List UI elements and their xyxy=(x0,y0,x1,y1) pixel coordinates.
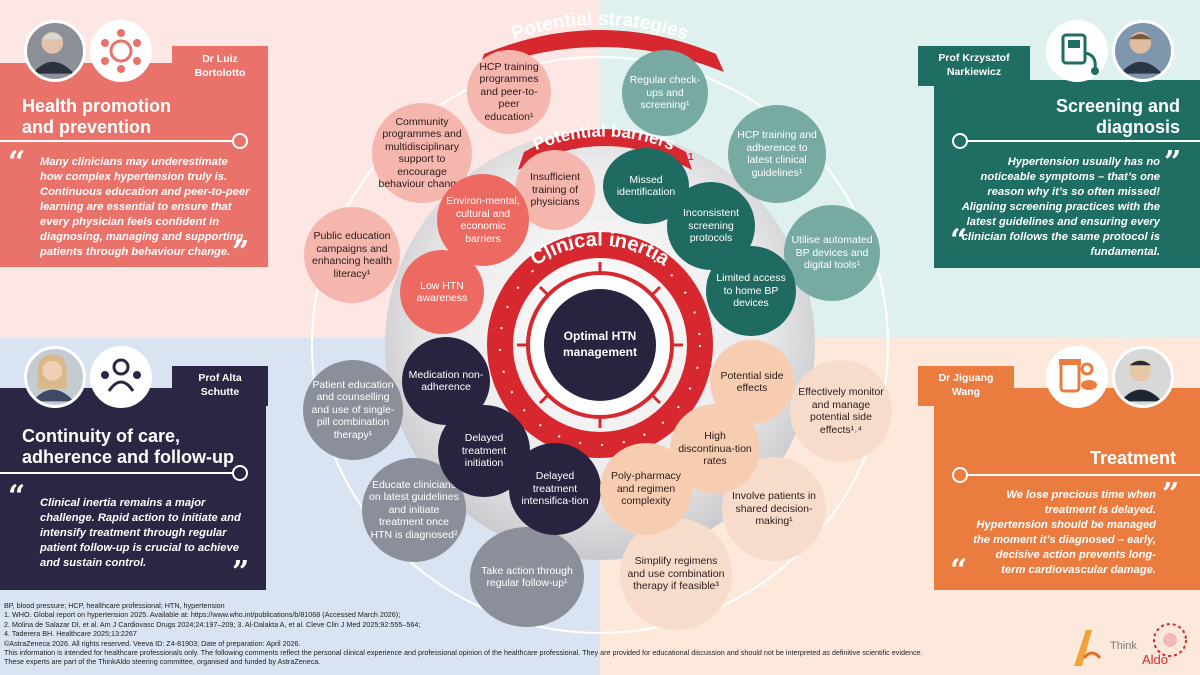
barrier-delayed-initiation: Delayed treatment initiation xyxy=(438,405,530,497)
barrier-low-awareness: Low HTN awareness xyxy=(400,250,484,334)
divider-dot-health-promotion xyxy=(232,133,248,149)
quote-continuity: Clinical inertia remains a major challen… xyxy=(40,497,241,569)
health-promotion-icon xyxy=(90,20,152,82)
panel-title-treatment: Treatment xyxy=(1089,448,1176,468)
panel-title-health-promotion: Health promotion and prevention xyxy=(22,96,171,137)
quote-treatment: We lose precious time when treatment is … xyxy=(973,489,1156,576)
pills-icon xyxy=(1046,346,1108,408)
strategy-community: Community programmes and multidisciplina… xyxy=(372,103,472,203)
logo-aldo: Aldo xyxy=(1142,652,1169,667)
quote-open-icon: “ xyxy=(8,479,26,514)
quote-close-icon: ” xyxy=(232,555,250,590)
strategy-automated-bp: Utilise automated BP devices and digital… xyxy=(784,205,880,301)
expert-name-wang: Dr Jiguang Wang xyxy=(918,366,1014,406)
strategy-hcp-adherence: HCP training and adherence to latest cli… xyxy=(728,105,826,203)
footer-abbreviations: BP, blood pressure; HCP, healthcare prof… xyxy=(4,601,225,610)
footer-disclaimer: This information is intended for healthc… xyxy=(4,648,923,658)
center-label-line1: Optimal HTN xyxy=(564,329,637,343)
divider-screening xyxy=(966,140,1200,142)
footer-committee: These experts are part of the ThinkAldo … xyxy=(4,657,321,667)
expert-name-narkiewicz: Prof Krzysztof Narkiewicz xyxy=(918,46,1030,86)
quote-open-icon: “ xyxy=(8,145,26,180)
panel-title-screening: Screening and diagnosis xyxy=(1055,96,1180,137)
arc-barriers-ref: 1 xyxy=(688,152,694,163)
outer-ring xyxy=(311,56,889,634)
expert-photo-narkiewicz xyxy=(1112,20,1174,82)
strategy-monitor-side-effects: Effectively monitor and manage potential… xyxy=(790,360,892,462)
panel-screening xyxy=(934,80,1200,268)
strategy-simplify: Simplify regimens and use combination th… xyxy=(620,518,732,630)
panel-health-promotion xyxy=(0,63,268,267)
logo-think: Think xyxy=(1110,640,1137,652)
inertia-ring-ticks xyxy=(499,244,701,446)
strategies-ribbon xyxy=(478,30,724,72)
quote-health-promotion: Many clinicians may underestimate how co… xyxy=(40,156,250,258)
quote-open-icon: “ xyxy=(950,223,968,258)
center-circle xyxy=(544,289,656,401)
expert-photo-bortolotto xyxy=(24,20,86,82)
divider-continuity xyxy=(0,472,232,474)
strategy-take-action: Take action through regular follow-up¹ xyxy=(470,527,584,627)
center-label-line2: management xyxy=(563,345,637,359)
footer: BP, blood pressure; HCP, healthcare prof… xyxy=(4,601,1064,667)
quote-close-icon: ” xyxy=(1164,145,1182,180)
expert-photo-schutte xyxy=(24,346,86,408)
panel-treatment xyxy=(934,388,1200,590)
divider-dot-treatment xyxy=(952,467,968,483)
barrier-delayed-intensification: Delayed treatment intensifica-tion xyxy=(509,443,601,535)
footer-copyright: ©AstraZeneca 2026. All rights reserved. … xyxy=(4,638,301,648)
panel-title-continuity: Continuity of care, adherence and follow… xyxy=(22,426,235,467)
bp-monitor-icon xyxy=(1046,20,1108,82)
panel-continuity xyxy=(0,388,266,590)
barriers-ribbon xyxy=(518,129,692,170)
quote-close-icon: ” xyxy=(1162,477,1180,512)
strategy-patient-education: Patient education and counselling and us… xyxy=(303,360,403,460)
thinkaldo-logo: Think Aldo xyxy=(1070,618,1195,673)
footer-reference-1: 1. WHO. Global report on hypertension 20… xyxy=(4,610,401,620)
quote-close-icon: ” xyxy=(232,235,250,270)
strategy-educate-clinicians: Educate clinicians on latest guidelines … xyxy=(362,458,466,562)
strategy-public-education: Public education campaigns and enhancing… xyxy=(304,207,400,303)
divider-treatment xyxy=(966,474,1200,476)
strategy-regular-checkups: Regular check-ups and screening¹ xyxy=(622,50,708,136)
expert-name-schutte: Prof Alta Schutte xyxy=(172,366,268,406)
divider-health-promotion xyxy=(0,140,232,142)
footer-reference-2: 2. Molina de Salazar DI, et al. Am J Car… xyxy=(4,619,421,629)
divider-dot-screening xyxy=(952,133,968,149)
quote-open-icon: “ xyxy=(950,553,968,588)
astrazeneca-logo-icon xyxy=(1074,623,1187,666)
quote-screening: Hypertension usually has no noticeable s… xyxy=(961,156,1160,258)
strategy-involve-patients: Involve patients in shared decision-maki… xyxy=(722,457,826,561)
strategy-hcp-training-peer: HCP training programmes and peer-to-peer… xyxy=(467,50,551,134)
inertia-ticks xyxy=(517,262,683,428)
barrier-polypharmacy: Poly-pharmacy and regimen complexity xyxy=(600,443,692,535)
expert-name-bortolotto: Dr Luiz Bortolotto xyxy=(172,46,268,88)
barrier-limited-access: Limited access to home BP devices xyxy=(706,246,796,336)
divider-dot-continuity xyxy=(232,465,248,481)
expert-photo-wang xyxy=(1112,346,1174,408)
care-team-icon xyxy=(90,346,152,408)
footer-reference-3: 4. Taderera BH. Healthcare 2025;13:2267 xyxy=(4,629,137,639)
